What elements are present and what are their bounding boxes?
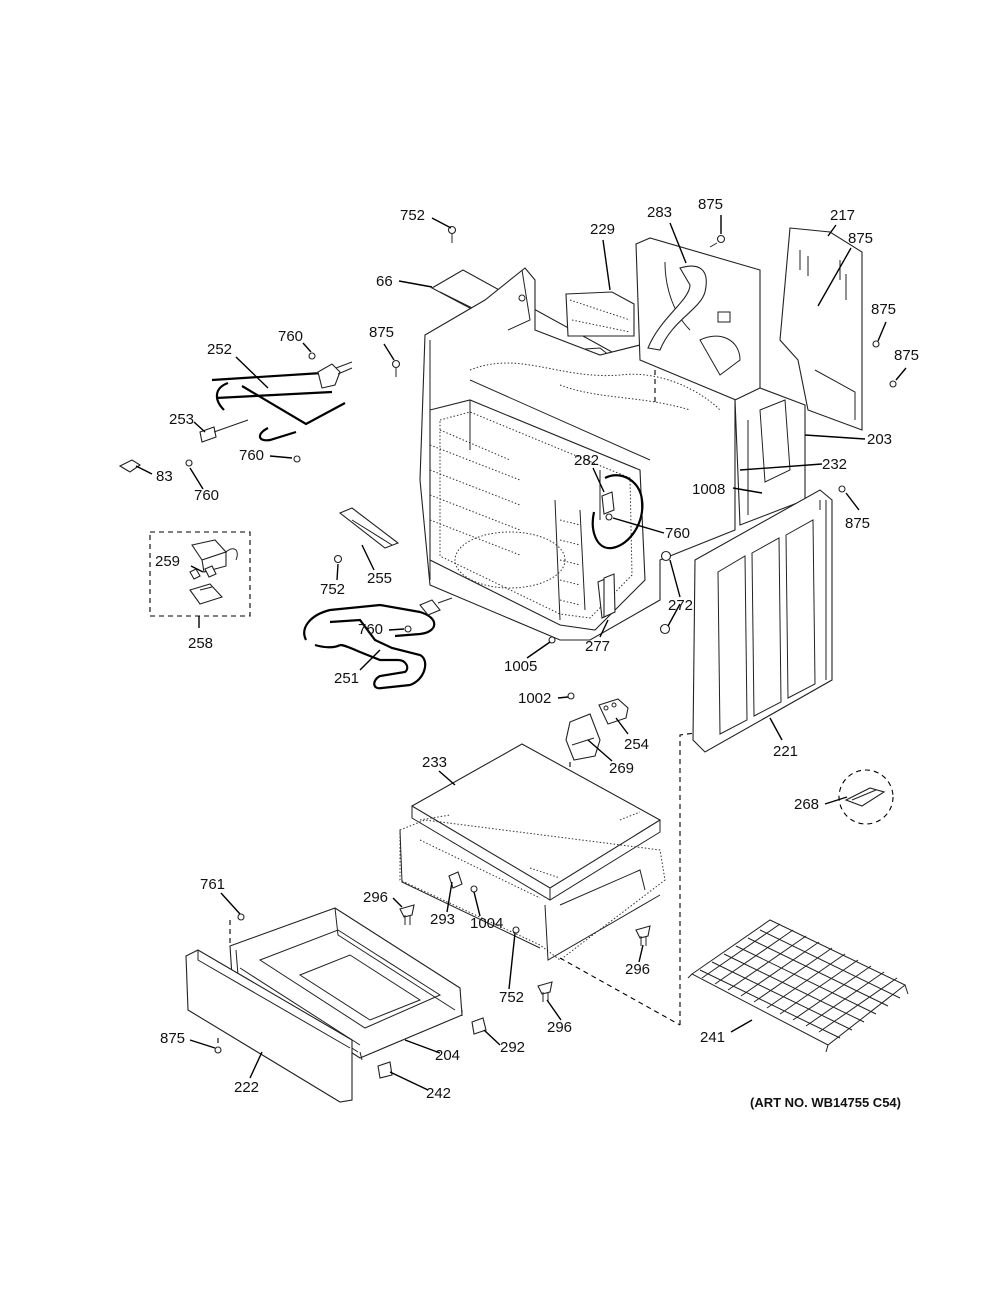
callout-label: 241 (700, 1029, 725, 1046)
callout-label: 66 (376, 273, 393, 290)
drawer-top-panel-233 (410, 743, 662, 901)
callout-label: 752 (400, 207, 425, 224)
callout-label: 875 (160, 1030, 185, 1047)
terminal-block-part (565, 698, 629, 772)
callout-label: 233 (422, 754, 447, 771)
callout-label: 1004 (470, 915, 503, 932)
callout-label: 217 (830, 207, 855, 224)
callout-label: 258 (188, 635, 213, 652)
callout-label: 253 (169, 411, 194, 428)
callout-label: 760 (239, 447, 264, 464)
callout-label: 252 (207, 341, 232, 358)
callout-label: 203 (867, 431, 892, 448)
callout-label: 282 (574, 452, 599, 469)
callout-label: 1008 (692, 481, 725, 498)
callout-label: 1005 (504, 658, 537, 675)
cover-255-part (338, 507, 400, 549)
drawer-body-part (229, 907, 463, 1061)
callout-label: 760 (278, 328, 303, 345)
side-shield-part (779, 227, 863, 431)
bumper-272-top (660, 550, 672, 562)
leader-lines (135, 215, 907, 1091)
kit-258-part (149, 531, 251, 617)
callout-label: 293 (430, 911, 455, 928)
side-panel-221-part (692, 489, 833, 753)
callout-label: 875 (894, 347, 919, 364)
callout-label: 875 (848, 230, 873, 247)
leveling-legs (377, 871, 651, 1079)
callout-label: 752 (320, 581, 345, 598)
drawer-front-part (185, 949, 353, 1103)
callout-label: 204 (435, 1047, 460, 1064)
callout-label: 752 (499, 989, 524, 1006)
bracket-277-part (603, 573, 616, 618)
callout-label: 875 (871, 301, 896, 318)
callout-label: 761 (200, 876, 225, 893)
oven-sensor-part (591, 474, 644, 550)
callout-label: 272 (668, 597, 693, 614)
callout-label: 269 (609, 760, 634, 777)
callout-label: 1002 (518, 690, 551, 707)
drawer-frame-part (399, 819, 666, 961)
callout-label: 875 (845, 515, 870, 532)
callout-label: 229 (590, 221, 615, 238)
callout-labels: 752 66 875 229 283 875 217 875 875 875 7… (155, 196, 919, 1102)
callout-label: 296 (363, 889, 388, 906)
callout-label: 259 (155, 553, 180, 570)
callout-label: 292 (500, 1039, 525, 1056)
callout-label: 277 (585, 638, 610, 655)
callout-label: 242 (426, 1085, 451, 1102)
callout-label: 296 (547, 1019, 572, 1036)
guide-lines (217, 370, 696, 1046)
clip-83-part (118, 459, 141, 473)
callout-label: 268 (794, 796, 819, 813)
callout-label: 875 (698, 196, 723, 213)
callout-label: 875 (369, 324, 394, 341)
oven-rack-part (687, 919, 909, 1053)
back-wall-part (635, 237, 761, 411)
callout-label: 255 (367, 570, 392, 587)
bumper-272-bottom (659, 623, 671, 635)
callout-label: 760 (194, 487, 219, 504)
callout-label: 232 (822, 456, 847, 473)
callout-label: 760 (665, 525, 690, 542)
callout-label: 83 (156, 468, 173, 485)
callout-label: 254 (624, 736, 649, 753)
callout-label: 296 (625, 961, 650, 978)
callout-label: 221 (773, 743, 798, 760)
callout-label: 222 (234, 1079, 259, 1096)
part-268-detail (838, 769, 894, 825)
art-number: (ART NO. WB14755 C54) (750, 1095, 901, 1110)
callout-label: 760 (358, 621, 383, 638)
broil-element-part (199, 361, 353, 443)
bake-element-part (303, 597, 453, 690)
callout-label: 283 (647, 204, 672, 221)
callout-label: 251 (334, 670, 359, 687)
insulation-part (565, 291, 635, 337)
